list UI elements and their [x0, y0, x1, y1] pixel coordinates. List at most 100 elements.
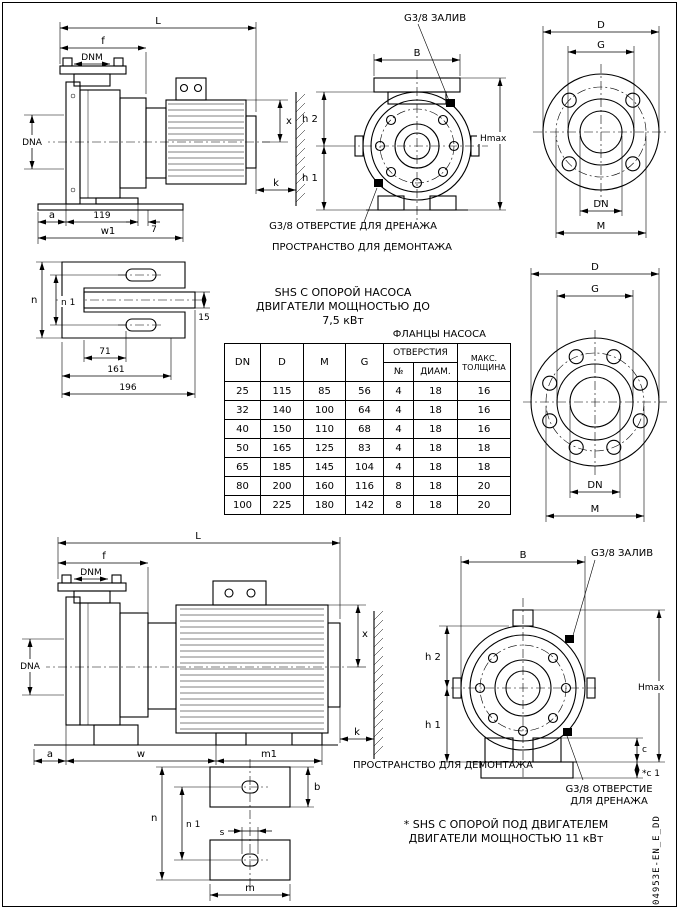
dim-label-119: 119 [93, 211, 110, 221]
drain-plug [563, 728, 572, 736]
table-cell: 150 [260, 419, 304, 439]
fill-label: G3/8 ЗАЛИВ [404, 13, 466, 24]
table-cell: 165 [260, 438, 304, 458]
table-cell: 16 [457, 400, 511, 420]
table-cell: 18 [457, 457, 511, 477]
table-cell: 4 [383, 419, 414, 439]
table-cell: 68 [345, 419, 384, 439]
table-cell: 32 [224, 400, 261, 420]
motor-fins [180, 608, 324, 730]
dim-label-h2: h 2 [425, 652, 441, 663]
dim-label-Hmax: Hmax [638, 683, 665, 693]
dim-label-b: b [314, 782, 320, 793]
dim-label-f: f [102, 551, 106, 562]
dim-label-c: c [642, 745, 647, 755]
dim-label-DNM: DNM [81, 53, 102, 63]
drain-label-line2: ДЛЯ ДРЕНАЖА [570, 796, 648, 807]
table-cell: 160 [303, 476, 346, 496]
table-cell: 110 [303, 419, 346, 439]
wall-hatch [373, 610, 384, 759]
dim-label-DN: DN [587, 480, 602, 491]
pump-front-outline [451, 598, 597, 779]
note-line: SHS С ОПОРОЙ НАСОСА [274, 286, 412, 299]
table-cell: 50 [224, 438, 261, 458]
dim-label-DNM: DNM [80, 568, 101, 578]
dim-label-M: M [591, 504, 600, 515]
dim-label-m1: m1 [261, 749, 277, 760]
note-line: 7,5 кВт [322, 314, 364, 327]
dim-label-D: D [591, 262, 599, 273]
flange-dimension-table: DN D M G ОТВЕРСТИЯ МАКС. ТОЛЩИНА № ДИАМ.… [224, 343, 511, 515]
side-view-motor-support-drawing: L f DNM DNA x k a w m1 [14, 531, 384, 765]
dim-label-x: x [362, 629, 368, 640]
table-header-row: DN D M G ОТВЕРСТИЯ МАКС. ТОЛЩИНА [224, 343, 511, 382]
fill-label: G3/8 ЗАЛИВ [591, 548, 653, 559]
table-cell: 104 [345, 457, 384, 477]
dim-label-L: L [155, 16, 161, 27]
note-line: ДВИГАТЕЛИ МОЩНОСТЬЮ ДО [256, 300, 430, 313]
flange-table-title: ФЛАНЦЫ НАСОСА [392, 329, 486, 340]
table-cell: 83 [345, 438, 384, 458]
dim-label-D: D [597, 20, 605, 31]
table-cell: 4 [383, 438, 414, 458]
dim-label-Hmax: Hmax [480, 134, 507, 144]
pump-support-bracket-view: 15 n n 1 71 161 196 [31, 261, 210, 398]
note-line: * SHS С ОПОРОЙ ПОД ДВИГАТЕЛЕМ [403, 818, 609, 831]
header-line: ТОЛЩИНА [462, 362, 506, 372]
table-subheader-row: № ДИАМ. [225, 362, 511, 382]
table-cell: 180 [303, 495, 346, 515]
dismantle-label-top: ПРОСТРАНСТВО ДЛЯ ДЕМОНТАЖА [271, 242, 453, 253]
fill-plug [446, 99, 455, 107]
dim-label-G: G [591, 284, 599, 295]
dimension-lines [439, 556, 665, 781]
table-cell: 64 [345, 400, 384, 420]
dim-label-a: a [47, 749, 53, 760]
table-cell: 115 [260, 381, 304, 401]
table-cell: 18 [413, 457, 458, 477]
table-cell: 40 [224, 419, 261, 439]
table-cell: 100 [224, 495, 261, 515]
note-pump-support: SHS С ОПОРОЙ НАСОСА ДВИГАТЕЛИ МОЩНОСТЬЮ … [243, 286, 443, 328]
col-header-d: D [260, 343, 304, 382]
col-header-num: № [383, 362, 414, 382]
table-cell: 18 [413, 419, 458, 439]
table-cell: 8 [383, 495, 414, 515]
dim-label-f: f [101, 36, 105, 47]
fill-plug [565, 635, 574, 643]
document-code: 04953E-EN_E_DD [652, 815, 662, 905]
col-header-g: G [345, 343, 384, 382]
table-cell: 18 [413, 381, 458, 401]
dimension-lines [530, 268, 660, 522]
dim-label-196: 196 [119, 383, 136, 393]
dim-label-G: G [597, 40, 605, 51]
dim-label-DNA: DNA [20, 662, 41, 672]
dimension-lines [542, 26, 660, 238]
pump-outline [24, 574, 356, 746]
table-cell: 142 [345, 495, 384, 515]
dim-label-DN: DN [593, 199, 608, 210]
note-line: ДВИГАТЕЛИ МОЩНОСТЬЮ 11 кВт [408, 832, 604, 845]
dimension-lines [316, 23, 506, 223]
dim-label-k: k [273, 178, 279, 189]
dimension-lines [36, 261, 210, 398]
drain-label-top: G3/8 ОТВЕРСТИЕ ДЛЯ ДРЕНАЖА [269, 221, 437, 232]
dim-label-n: n [151, 813, 157, 824]
table-cell: 18 [457, 438, 511, 458]
table-cell: 18 [413, 495, 458, 515]
dim-label-n: n [31, 295, 37, 306]
dim-label-w: w [137, 749, 145, 760]
table-cell: 65 [224, 457, 261, 477]
dim-label-m: m [245, 883, 255, 894]
table-cell: 4 [383, 400, 414, 420]
col-header-m: M [303, 343, 346, 382]
flange-outline [533, 64, 669, 202]
table-cell: 80 [224, 476, 261, 496]
table-cell: 100 [303, 400, 346, 420]
dim-label-7: 7 [151, 225, 157, 235]
dim-label-h1: h 1 [425, 720, 441, 731]
